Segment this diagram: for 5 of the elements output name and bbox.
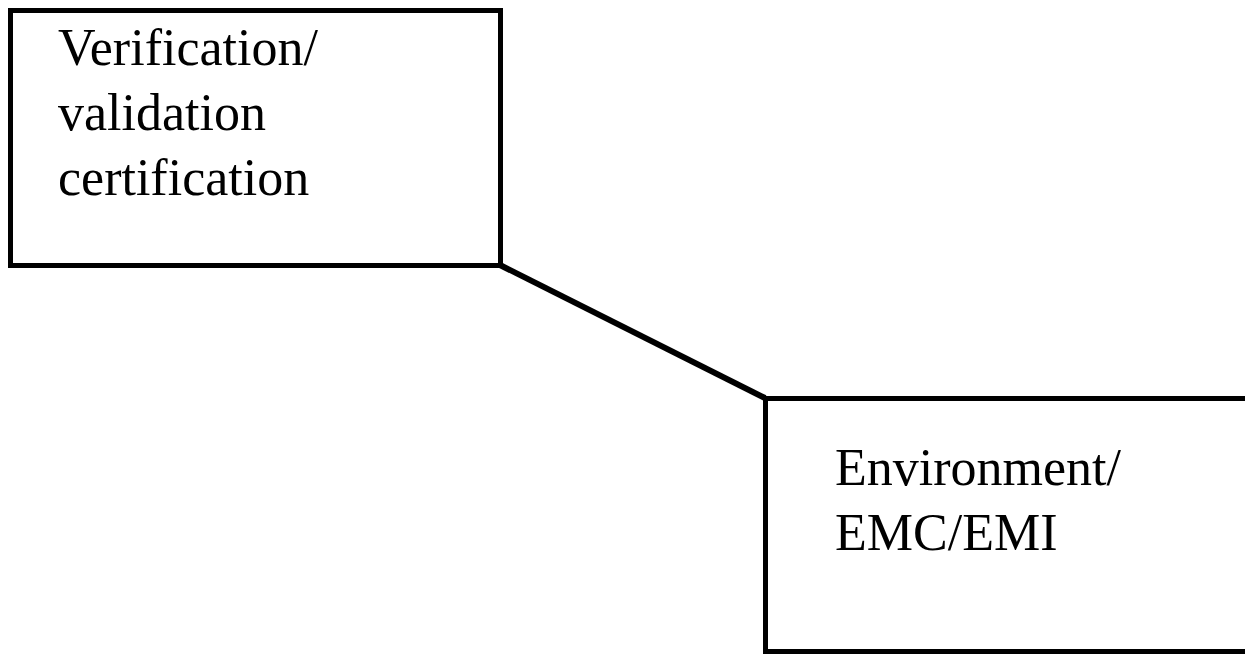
box-label: Verification/ validation certification xyxy=(58,18,319,208)
box-label: Environment/ EMC/EMI xyxy=(835,438,1122,563)
process-box xyxy=(763,396,1245,654)
process-box xyxy=(8,8,503,268)
connector-line xyxy=(498,262,767,401)
